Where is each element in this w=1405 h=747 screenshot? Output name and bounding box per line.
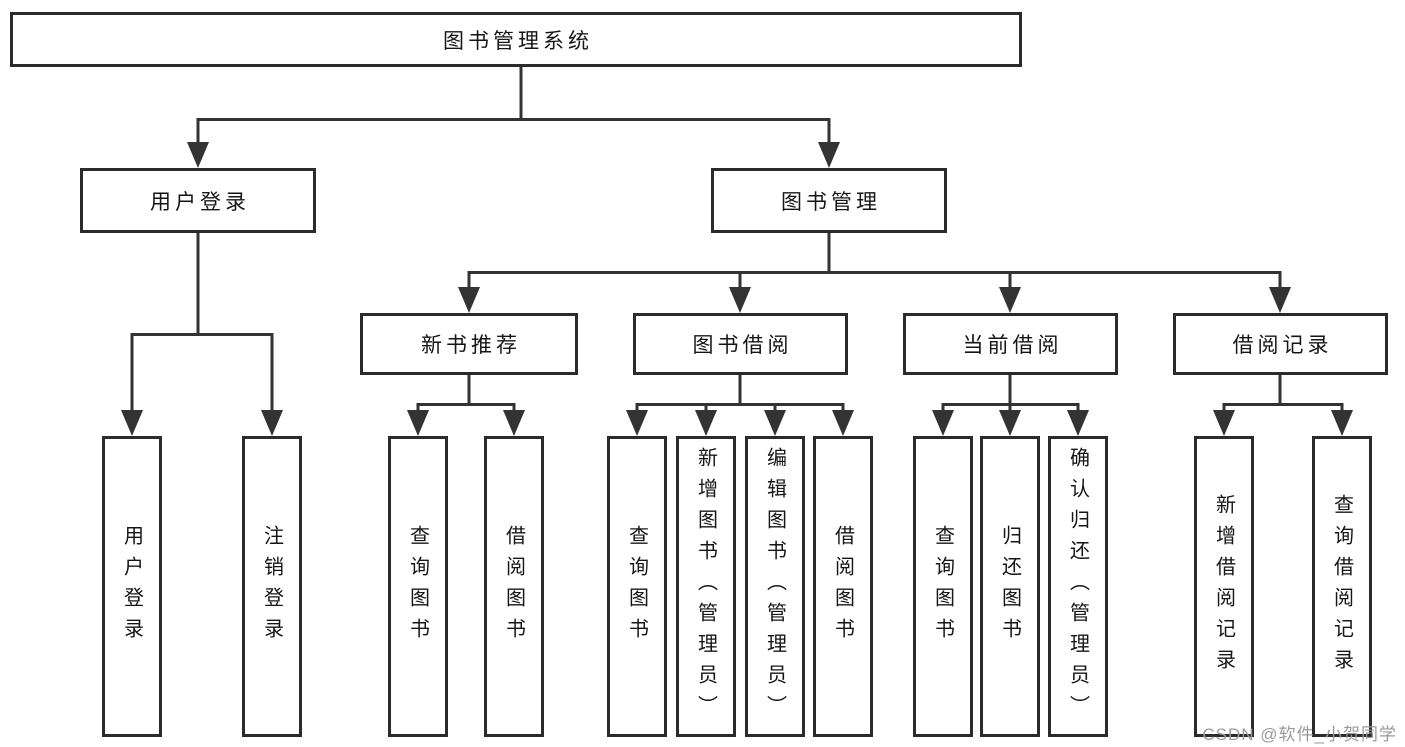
connector-root-to-level2 [187,66,840,168]
node-logout-leaf: 注销登录 [242,436,302,737]
node-user-login-leaf: 用户登录 [102,436,162,737]
connector-new-book-recommend-children [407,374,525,436]
connector-book-borrow-children [626,374,854,436]
node-return-book: 归还图书 [980,436,1040,737]
node-current-borrow: 当前借阅 [903,313,1118,375]
node-add-borrow-record: 新增借阅记录 [1194,436,1254,737]
node-user-login: 用户登录 [80,168,316,233]
connector-book-management-children [458,232,1291,313]
node-query-books-current: 查询图书 [913,436,973,737]
node-edit-book-admin: 编辑图书（管理员） [745,436,805,737]
node-query-books-recommend: 查询图书 [388,436,448,737]
connector-current-borrow-children [932,374,1089,436]
node-book-borrow: 图书借阅 [633,313,848,375]
node-new-book-recommend: 新书推荐 [360,313,578,375]
node-query-borrow-record: 查询借阅记录 [1312,436,1372,737]
node-borrow-records: 借阅记录 [1173,313,1388,375]
node-confirm-return-admin: 确认归还（管理员） [1048,436,1108,737]
connector-borrow-records-children [1213,374,1353,436]
node-borrow-books-leaf: 借阅图书 [813,436,873,737]
node-add-book-admin: 新增图书（管理员） [676,436,736,737]
node-book-management: 图书管理 [711,168,947,233]
node-query-books-borrow: 查询图书 [607,436,667,737]
node-borrow-books-recommend: 借阅图书 [484,436,544,737]
node-root: 图书管理系统 [10,12,1022,67]
csdn-watermark: CSDN @软件_小贺同学 [1202,725,1397,744]
connector-user-login-children [121,232,283,436]
